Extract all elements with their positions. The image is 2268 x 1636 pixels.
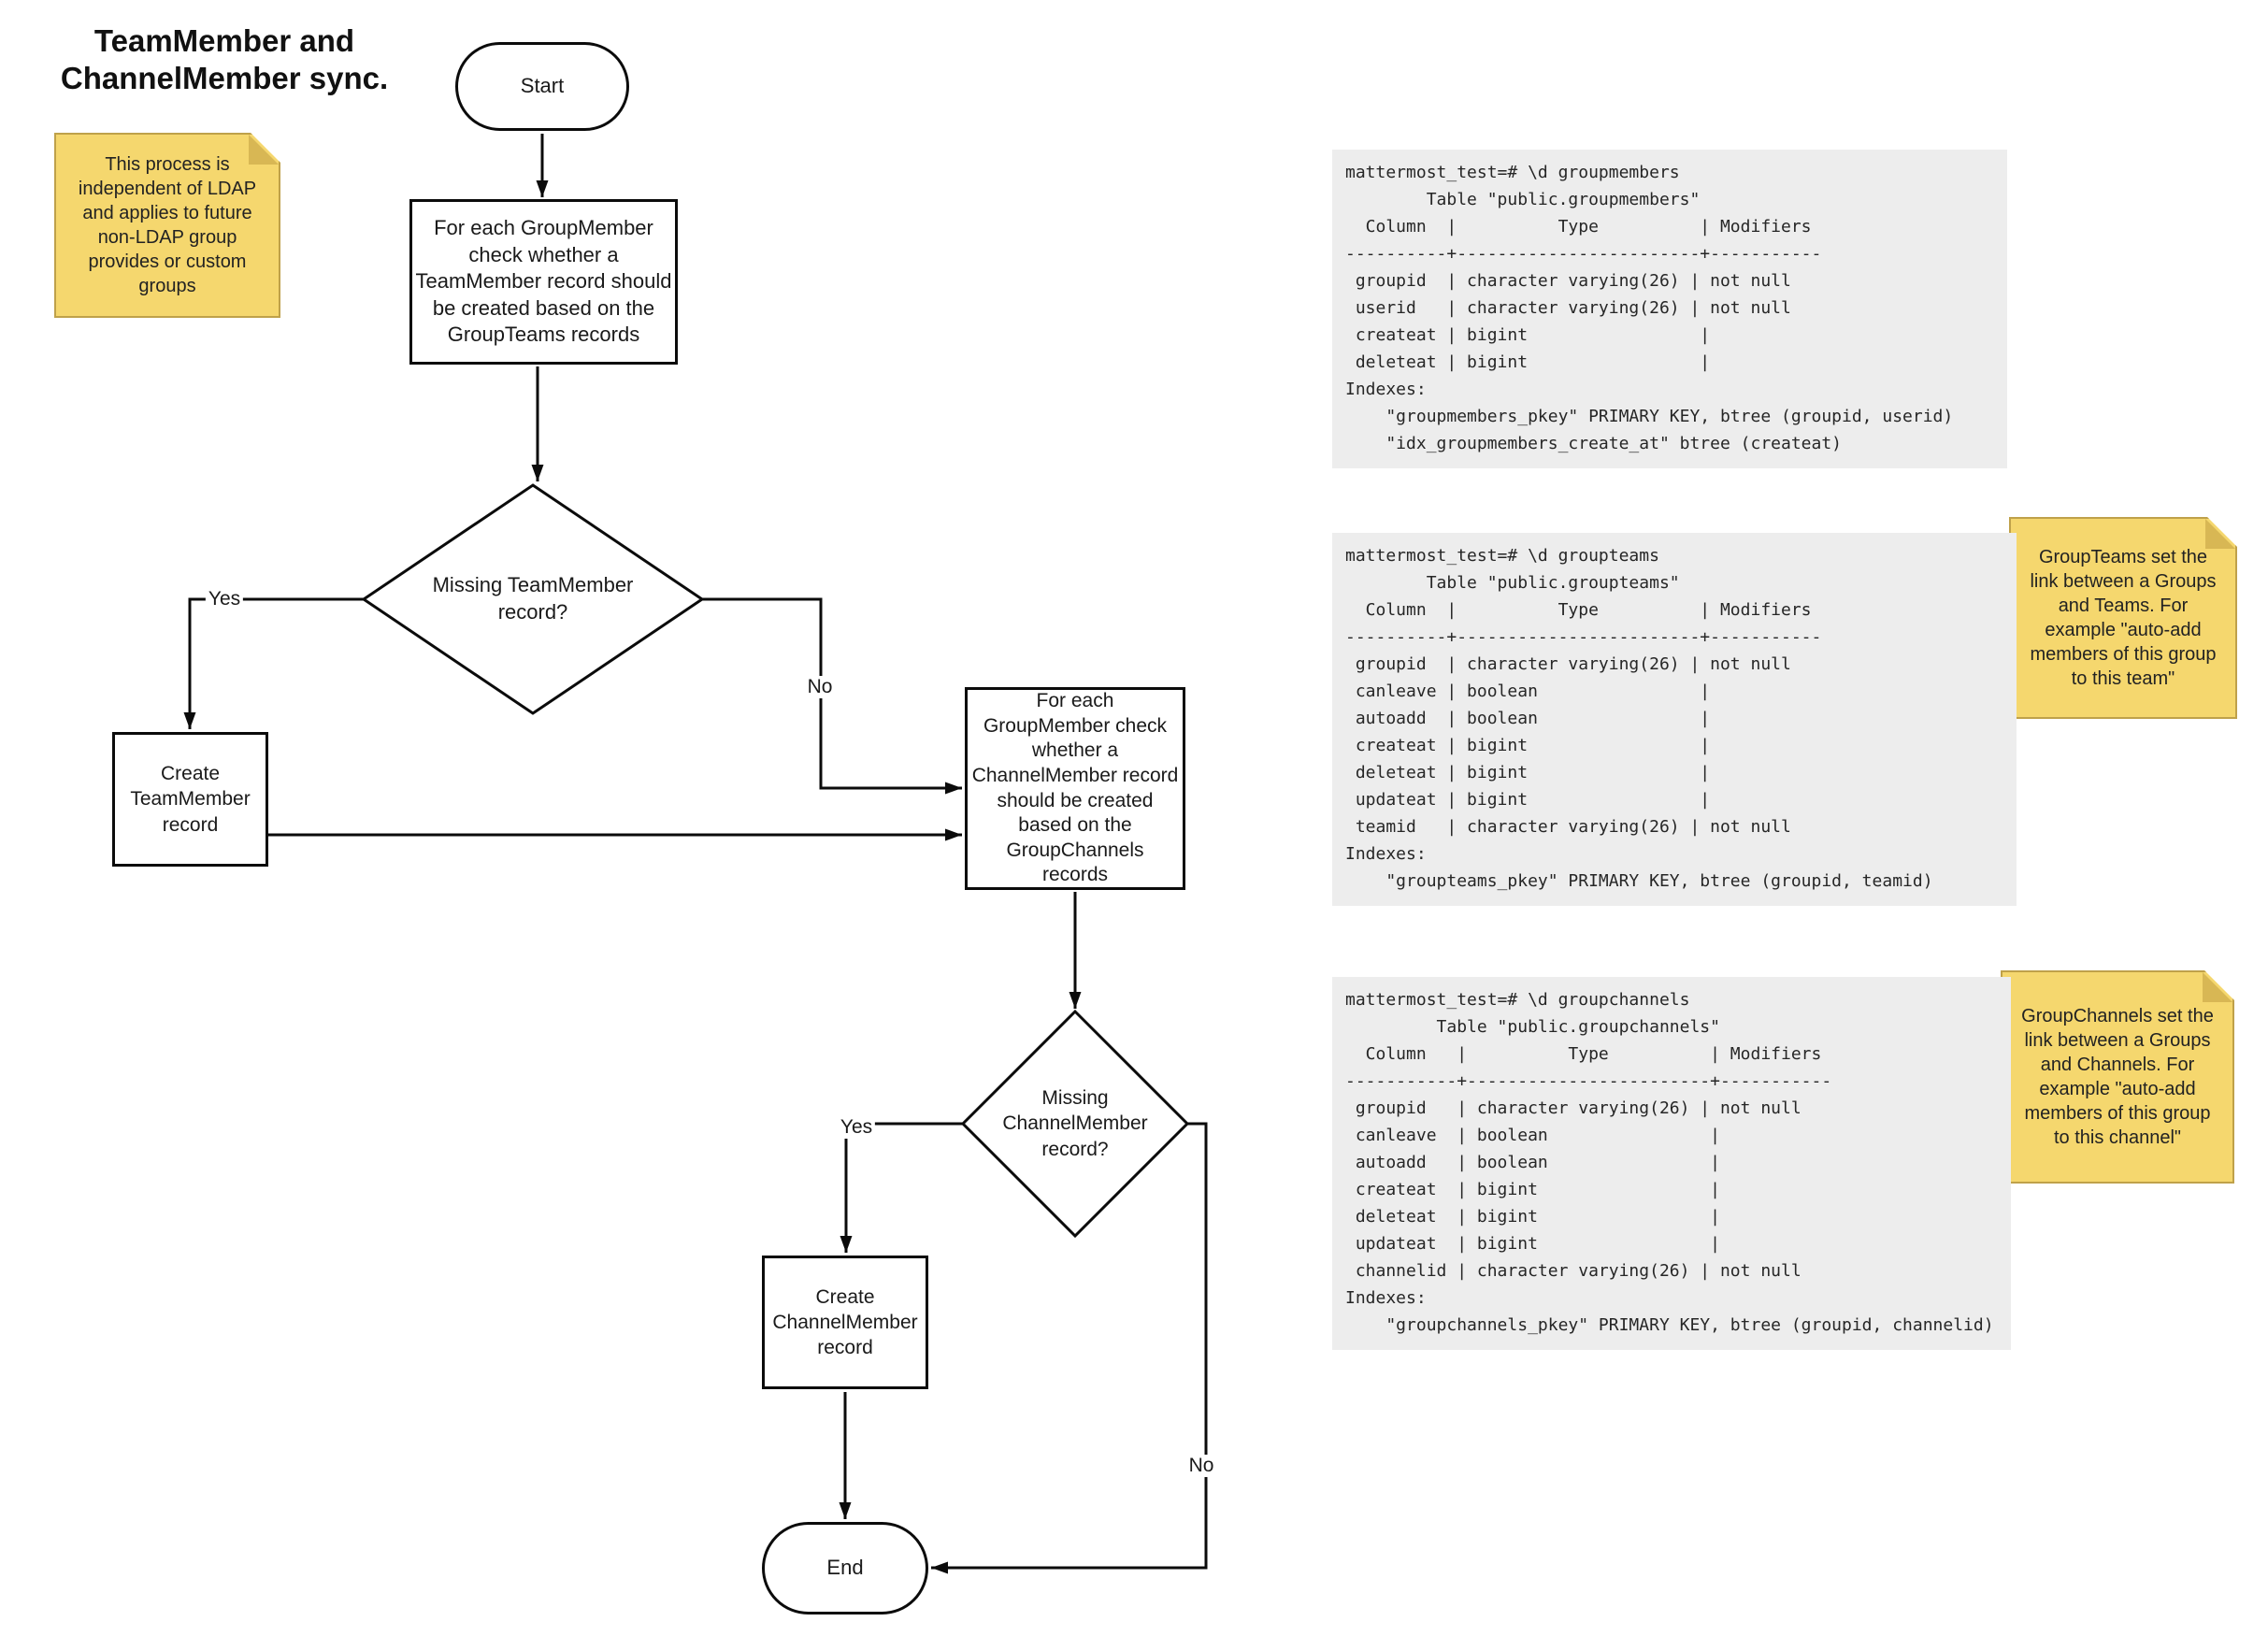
edge-yes-to-create-channel <box>840 1122 963 1253</box>
sticky-note-text: GroupTeams set the link between a Groups… <box>2030 547 2217 689</box>
sticky-note-groupchannels: GroupChannels set the link between a Gro… <box>2001 970 2234 1184</box>
terminal-output-groupmembers: mattermost_test=# \d groupmembers Table … <box>1332 150 2007 468</box>
edge-label-yes-channel: Yes <box>837 1116 876 1139</box>
process-check-teammember: For each GroupMember check whether a Tea… <box>409 199 678 365</box>
sticky-note-text: GroupChannels set the link between a Gro… <box>2021 1006 2214 1148</box>
sticky-note-text: This process is independent of LDAP and … <box>78 154 257 296</box>
decision-missing-channelmember-diamond <box>960 1009 1190 1239</box>
decision-missing-teammember-label: Missing TeamMember record? <box>432 573 634 624</box>
diagram-title: TeamMember and ChannelMember sync. <box>60 23 389 96</box>
edge-no-to-end <box>931 1122 1208 1574</box>
edge-label-no-team: No <box>804 676 836 698</box>
process-check-channelmember: For each GroupMember check whether a Cha… <box>965 687 1185 890</box>
edge-yes-to-create-team <box>183 597 364 729</box>
sticky-note-groupteams: GroupTeams set the link between a Groups… <box>2009 517 2237 719</box>
process-create-channelmember: Create ChannelMember record <box>762 1256 928 1389</box>
decision-missing-teammember-diamond <box>361 483 705 715</box>
sticky-note-ldap: This process is independent of LDAP and … <box>54 133 280 318</box>
edge-label-no-channel: No <box>1185 1455 1217 1477</box>
process-create-teammember: Create TeamMember record <box>112 732 268 867</box>
terminal-output-groupteams: mattermost_test=# \d groupteams Table "p… <box>1332 533 2017 906</box>
terminal-output-groupchannels: mattermost_test=# \d groupchannels Table… <box>1332 977 2011 1350</box>
edge-label-yes-team: Yes <box>205 588 244 610</box>
decision-missing-channelmember-label: Missing ChannelMember record? <box>1002 1087 1148 1160</box>
start-node: Start <box>455 42 629 131</box>
end-node: End <box>762 1522 928 1614</box>
